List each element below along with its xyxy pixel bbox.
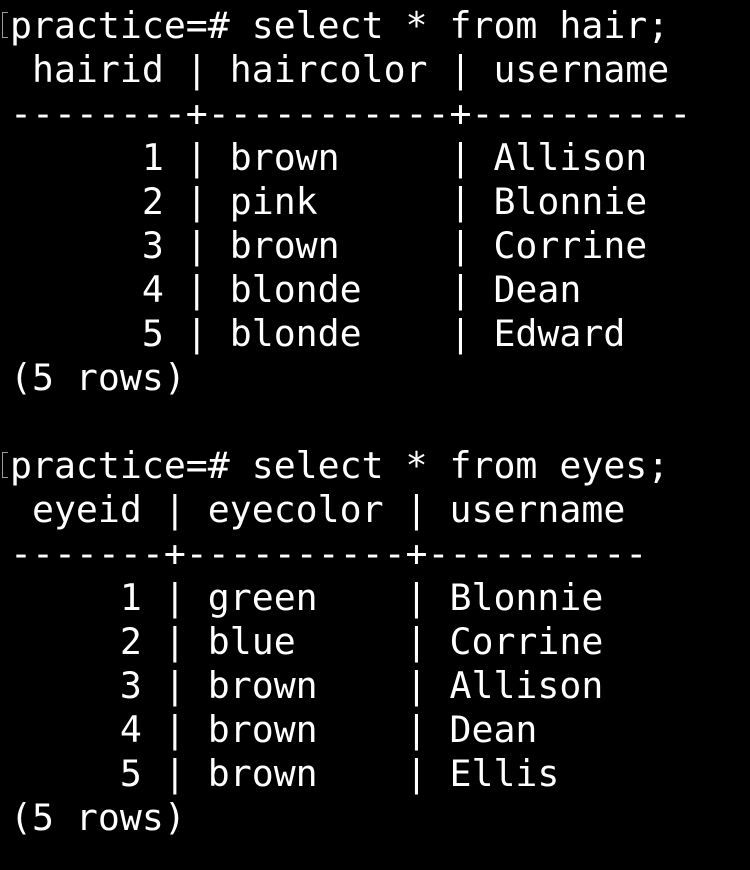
table-row: 5 | brown | Ellis: [10, 752, 560, 795]
row-count: (5 rows): [10, 356, 186, 399]
table-row: 5 | blonde | Edward: [10, 312, 626, 355]
table-row: 4 | brown | Dean: [10, 708, 538, 751]
table-row: 3 | brown | Allison: [10, 664, 604, 707]
table-separator: --------+-----------+----------: [10, 92, 692, 135]
row-count: (5 rows): [10, 796, 186, 839]
table-row: 4 | blonde | Dean: [10, 268, 582, 311]
command-line: practice=# select * from eyes;: [10, 444, 670, 487]
table-header: hairid | haircolor | username: [10, 48, 670, 91]
table-row: 1 | brown | Allison: [10, 136, 648, 179]
line-marker-icon: [2, 12, 8, 38]
table-row: 3 | brown | Corrine: [10, 224, 648, 267]
line-marker-icon: [2, 452, 8, 478]
table-separator: -------+----------+----------: [10, 532, 648, 575]
command-line: practice=# select * from hair;: [10, 4, 670, 47]
blank-line: [10, 400, 750, 444]
table-row: 1 | green | Blonnie: [10, 576, 604, 619]
table-row: 2 | blue | Corrine: [10, 620, 604, 663]
table-header: eyeid | eyecolor | username: [10, 488, 626, 531]
table-row: 2 | pink | Blonnie: [10, 180, 648, 223]
